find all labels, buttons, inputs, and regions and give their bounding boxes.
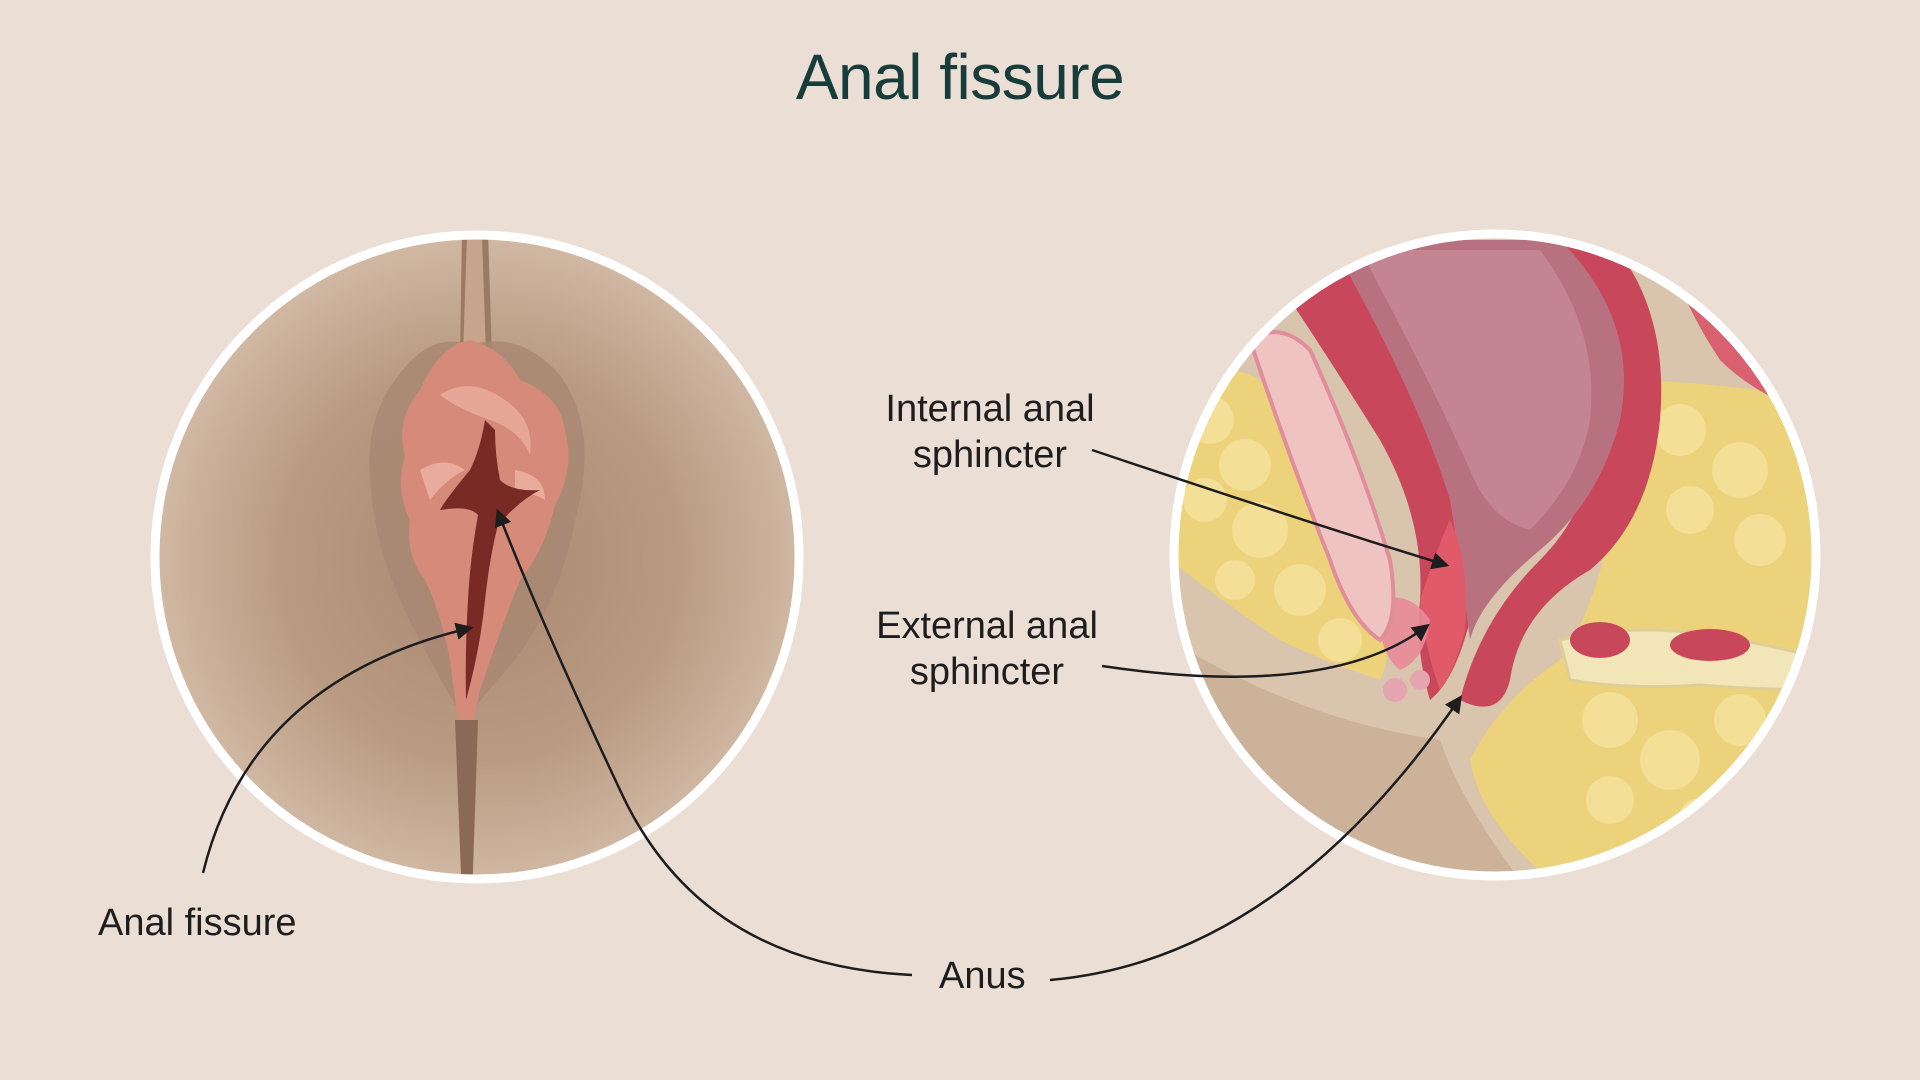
arrow-anus-right [1049,695,1462,982]
external-view-illustration [155,235,799,879]
label-external-line2: sphincter [909,651,1065,693]
label-internal-line1: Internal anal [885,388,1095,430]
vagina-prostate [1247,330,1396,643]
fat-lobules-right [1582,404,1786,842]
left-circle-border [150,230,804,884]
arrow-anal-fissure [201,622,474,874]
label-internal-anal-sphincter: Internal anal sphincter [840,386,1140,478]
arrow-anus-left [494,508,913,977]
arrow-external-sphincter [1101,623,1430,678]
fat-lobules-left [1183,396,1362,662]
label-external-line1: External anal [876,605,1098,647]
label-external-anal-sphincter: External anal sphincter [837,603,1137,695]
right-circle-border [1169,229,1821,881]
fissure [440,420,540,700]
arrow-internal-sphincter [1091,448,1450,570]
page-title: Anal fissure [795,41,1125,113]
label-anal-fissure: Anal fissure [98,902,297,944]
internal-sphincter [1420,520,1466,690]
label-internal-line2: sphincter [912,434,1068,476]
label-anus: Anus [939,955,1026,997]
